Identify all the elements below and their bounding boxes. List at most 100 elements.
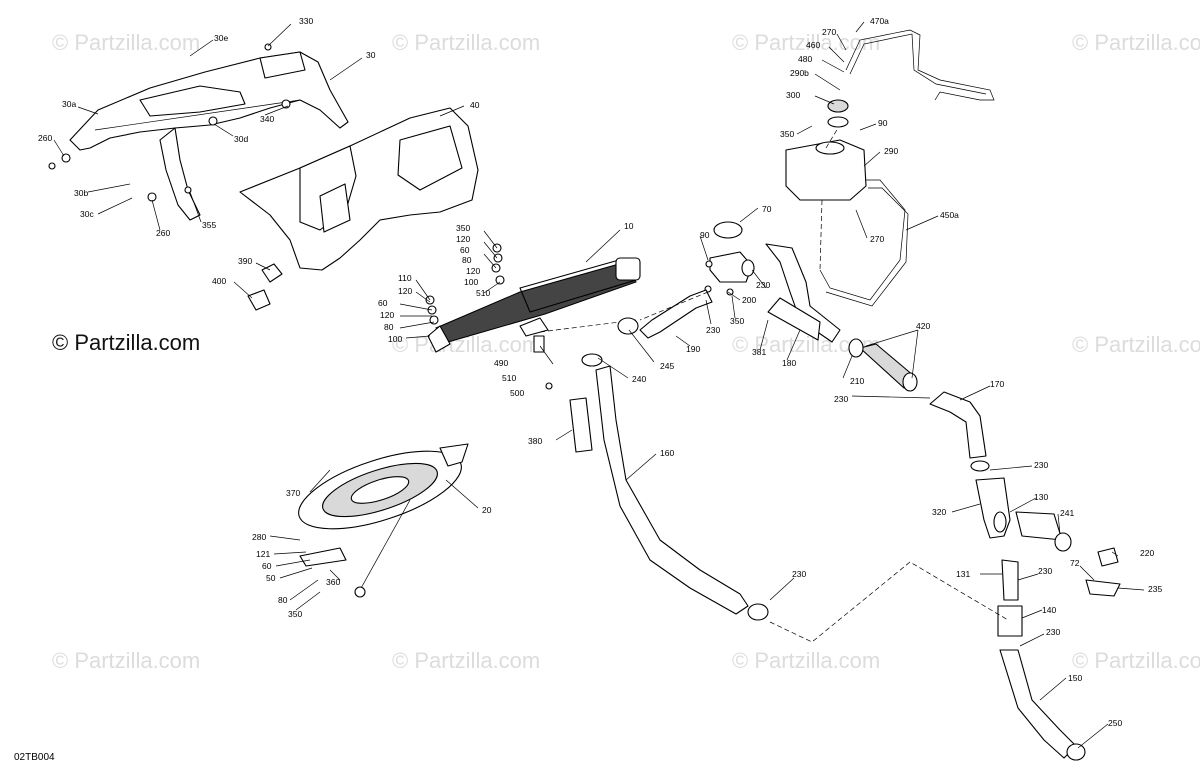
leader-lines <box>53 21 1145 749</box>
radiator-fasteners <box>425 243 553 390</box>
callout-230: 230 <box>1038 566 1052 576</box>
callout-400: 400 <box>212 276 226 286</box>
callout-131: 131 <box>956 569 970 579</box>
callout-110: 110 <box>398 273 412 283</box>
callout-90: 90 <box>700 230 710 240</box>
callout-510: 510 <box>502 373 516 383</box>
routing-dashes <box>639 127 1009 643</box>
watermark: © Partzilla.com <box>1072 30 1200 55</box>
callout-30a: 30a <box>62 99 76 109</box>
callout-230: 230 <box>1046 627 1060 637</box>
callout-140: 140 <box>1042 605 1056 615</box>
callout-20: 20 <box>482 505 492 515</box>
part-290-coolant-reservoir <box>785 29 995 307</box>
part-20-fan <box>298 443 469 598</box>
callout-270: 270 <box>822 27 836 37</box>
callout-120: 120 <box>380 310 394 320</box>
callout-260: 260 <box>156 228 170 238</box>
callout-350: 350 <box>780 129 794 139</box>
callout-230: 230 <box>706 325 720 335</box>
callout-350: 350 <box>288 609 302 619</box>
callout-230: 230 <box>792 569 806 579</box>
callout-60: 60 <box>460 245 470 255</box>
callout-labels: 330 30e 30 30a 340 30d 260 30b 30c 260 3… <box>38 16 1162 728</box>
hose-180 <box>765 243 841 343</box>
callout-340: 340 <box>260 114 274 124</box>
hose-210-section <box>848 338 918 392</box>
part-30-fender-panel <box>69 51 349 221</box>
figure-code: 02TB004 <box>14 752 55 763</box>
callout-80: 80 <box>384 322 394 332</box>
callout-500: 500 <box>510 388 524 398</box>
callout-130: 130 <box>1034 492 1048 502</box>
callout-160: 160 <box>660 448 674 458</box>
callout-230: 230 <box>1034 460 1048 470</box>
callout-300: 300 <box>786 90 800 100</box>
callout-120: 120 <box>466 266 480 276</box>
callout-460: 460 <box>806 40 820 50</box>
callout-380: 380 <box>528 436 542 446</box>
bracket-220-235 <box>1085 547 1121 597</box>
callout-30d: 30d <box>234 134 248 144</box>
callout-100: 100 <box>464 277 478 287</box>
callout-280: 280 <box>252 532 266 542</box>
callout-30c: 30c <box>80 209 94 219</box>
callout-320: 320 <box>932 507 946 517</box>
partzilla-watermark: © Partzilla.com <box>52 330 201 355</box>
callout-120: 120 <box>398 286 412 296</box>
part-40-rear-tray <box>239 107 479 271</box>
callout-260: 260 <box>38 133 52 143</box>
callout-60: 60 <box>378 298 388 308</box>
callout-100: 100 <box>388 334 402 344</box>
callout-30: 30 <box>366 50 376 60</box>
callout-72: 72 <box>1070 558 1080 568</box>
callout-470a: 470a <box>870 16 889 26</box>
callout-70: 70 <box>762 204 772 214</box>
callout-200: 200 <box>742 295 756 305</box>
callout-10: 10 <box>624 221 634 231</box>
watermark: © Partzilla.com <box>1072 648 1200 673</box>
callout-355: 355 <box>202 220 216 230</box>
callout-270: 270 <box>870 234 884 244</box>
hardware-left-group <box>48 43 291 311</box>
callout-480: 480 <box>798 54 812 64</box>
callout-150: 150 <box>1068 673 1082 683</box>
callout-80: 80 <box>278 595 288 605</box>
callout-120: 120 <box>456 234 470 244</box>
hose-190 <box>617 289 713 339</box>
callout-510: 510 <box>476 288 490 298</box>
callout-230: 230 <box>834 394 848 404</box>
callout-330: 330 <box>299 16 313 26</box>
part-10-radiator <box>427 257 641 353</box>
callout-190: 190 <box>686 344 700 354</box>
callout-40: 40 <box>470 100 480 110</box>
callout-250: 250 <box>1108 718 1122 728</box>
callout-241: 241 <box>1060 508 1074 518</box>
watermark: © Partzilla.com <box>732 30 881 55</box>
callout-90: 90 <box>878 118 888 128</box>
callout-121: 121 <box>256 549 270 559</box>
callout-230: 230 <box>756 280 770 290</box>
hose-160 <box>581 353 769 621</box>
hose-170 <box>929 391 990 472</box>
watermark: © Partzilla.com <box>52 648 201 673</box>
callout-381: 381 <box>752 347 766 357</box>
callout-390: 390 <box>238 256 252 266</box>
callout-370: 370 <box>286 488 300 498</box>
callout-350: 350 <box>456 223 470 233</box>
part-70-radiator-cap <box>704 221 755 296</box>
hose-380 <box>569 397 593 453</box>
callout-290: 290 <box>884 146 898 156</box>
callout-350: 350 <box>730 316 744 326</box>
callout-360: 360 <box>326 577 340 587</box>
callout-450a: 450a <box>940 210 959 220</box>
callout-490: 490 <box>494 358 508 368</box>
hose-131-140-150 <box>997 559 1086 761</box>
callout-290b: 290b <box>790 68 809 78</box>
thermostat-320 <box>975 477 1072 552</box>
callout-235: 235 <box>1148 584 1162 594</box>
callout-240: 240 <box>632 374 646 384</box>
callout-80: 80 <box>462 255 472 265</box>
callout-180: 180 <box>782 358 796 368</box>
